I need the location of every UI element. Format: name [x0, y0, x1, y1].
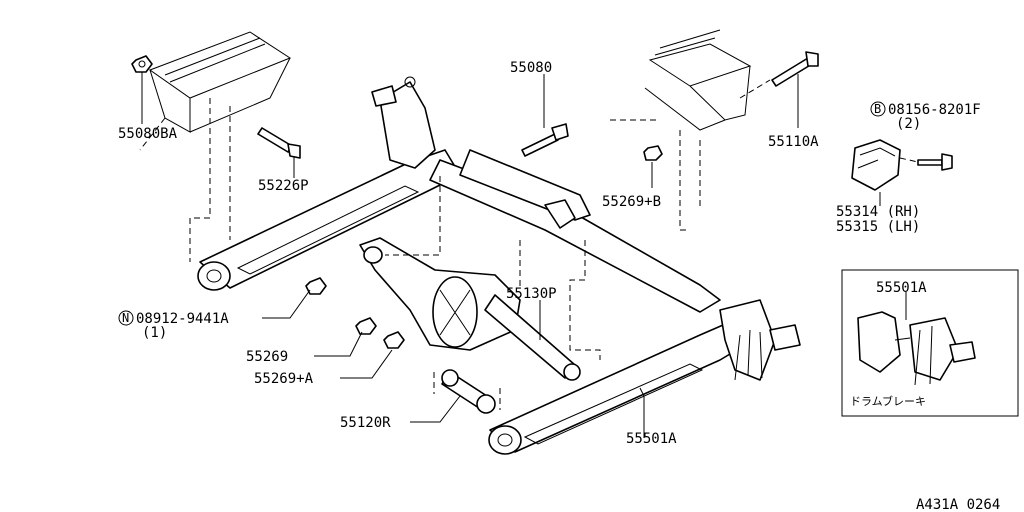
label-55269: 55269 — [246, 349, 288, 365]
label-55080ba: 55080BA — [118, 126, 178, 142]
circle-letter-n: N — [122, 311, 129, 325]
label-55315: 55315 (LH) — [836, 219, 920, 235]
diagram-id: A431A 0264 — [916, 497, 1000, 512]
label-08912-9441a: 08912-9441A — [136, 311, 229, 327]
nut-55269b — [643, 145, 663, 161]
trailing-arm-left — [197, 149, 461, 291]
label-55269b: 55269+B — [602, 194, 661, 210]
label-55501a-inset: 55501A — [876, 280, 927, 296]
nut-55269 — [355, 317, 377, 335]
assembly-lines — [189, 79, 771, 410]
label-55080: 55080 — [510, 60, 552, 76]
label-08156-qty: (2) — [896, 116, 921, 132]
body-frame-rail-left — [139, 31, 292, 151]
label-55130p: 55130P — [506, 286, 557, 302]
bolt-55110a — [771, 51, 819, 87]
bracket-55314-55315 — [851, 139, 919, 191]
link-55120r — [441, 369, 496, 414]
label-55314: 55314 (RH) — [836, 204, 920, 220]
label-08156-8201f: 08156-8201F — [888, 102, 981, 118]
knuckle-right — [719, 299, 801, 381]
label-55269a: 55269+A — [254, 371, 314, 387]
circle-marker-n — [118, 310, 134, 326]
label-55226p: 55226P — [258, 178, 309, 194]
bolt-55080 — [521, 123, 569, 157]
label-08912-qty: (1) — [142, 325, 167, 341]
nut-55080ba — [131, 55, 153, 73]
lateral-link — [484, 294, 581, 381]
cross-member — [429, 149, 721, 313]
inset-caption: ドラムブレーキ — [850, 394, 926, 408]
trailing-arm-right — [488, 321, 746, 455]
circle-letter-b: B — [874, 102, 881, 116]
leader-lines — [141, 72, 907, 438]
circle-marker-b — [870, 101, 886, 117]
label-55120r: 55120R — [340, 415, 391, 431]
drum-brake-inset — [841, 269, 1019, 417]
nut-08912-9441a — [305, 277, 327, 295]
knuckle-left — [371, 76, 436, 169]
label-55501a-main: 55501A — [626, 431, 677, 447]
label-55110a: 55110A — [768, 134, 819, 150]
bolt-08156-8201f — [917, 153, 953, 171]
nut-55269a — [383, 331, 405, 349]
differential-mount — [359, 237, 521, 351]
bolt-55226p — [257, 127, 301, 159]
body-frame-rail-right — [644, 29, 752, 131]
